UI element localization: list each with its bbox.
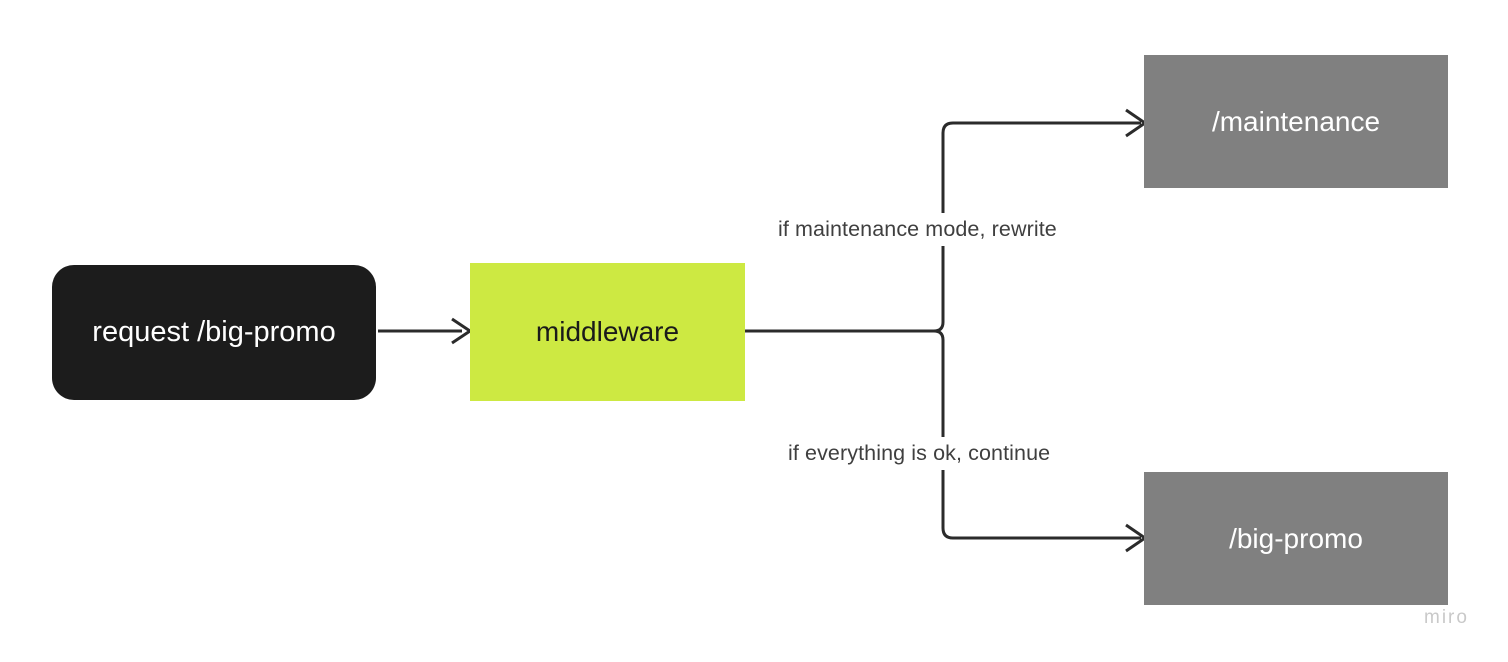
edge-label-maintenance-rewrite: if maintenance mode, rewrite bbox=[774, 213, 1061, 246]
edge-request-to-middleware bbox=[378, 317, 473, 345]
node-big-promo[interactable]: /big-promo bbox=[1144, 472, 1448, 605]
node-middleware[interactable]: middleware bbox=[470, 263, 745, 401]
node-maintenance[interactable]: /maintenance bbox=[1144, 55, 1448, 188]
arrowhead-big-promo bbox=[1125, 523, 1148, 553]
node-maintenance-label: /maintenance bbox=[1211, 105, 1381, 137]
node-request-label: request /big-promo bbox=[92, 316, 336, 349]
miro-watermark: miro bbox=[1424, 607, 1469, 628]
edge-middleware-trunk bbox=[745, 121, 1141, 540]
arrowhead-maintenance bbox=[1125, 108, 1148, 138]
node-middleware-label: middleware bbox=[535, 316, 680, 348]
edge-label-continue: if everything is ok, continue bbox=[784, 437, 1055, 470]
node-request[interactable]: request /big-promo bbox=[52, 265, 376, 400]
node-big-promo-label: /big-promo bbox=[1229, 522, 1363, 554]
